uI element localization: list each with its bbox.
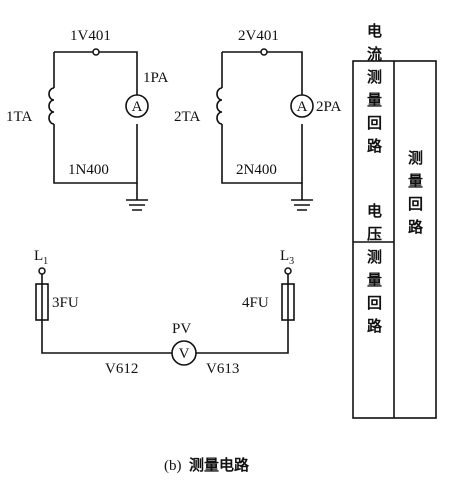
wire-v613: [196, 320, 289, 354]
terminal-1v401: [92, 48, 100, 56]
wire-1n400: [53, 124, 138, 184]
label-1ta: 1TA: [6, 109, 32, 125]
label-pv: PV: [172, 321, 191, 337]
label-2n400: 2N400: [236, 162, 277, 178]
label-3fu: 3FU: [52, 295, 79, 311]
ground-2-icon: [291, 183, 313, 211]
figure-caption: (b) 测量电路: [164, 456, 250, 474]
ct-1ta-coil: [48, 87, 55, 125]
label-v612: V612: [105, 361, 138, 377]
wire-v612: [41, 320, 172, 354]
label-2ta: 2TA: [174, 109, 200, 125]
current-circuit-2: A 2V401 2PA 2TA 2N400: [174, 28, 341, 211]
label-v613: V613: [206, 361, 239, 377]
terminal-l3: [284, 267, 292, 275]
caption-title: 测量电路: [189, 456, 250, 474]
label-l3-sub: 3: [289, 256, 294, 267]
circuit-label-table: 电流测量回路 电压测量回路 测量回路: [352, 22, 437, 419]
label-l1: L1: [34, 248, 48, 267]
table-current-circuit: 电流测量回路: [365, 22, 383, 161]
table-voltage-circuit: 电压测量回路: [365, 202, 383, 341]
table-measurement-circuit: 测量回路: [406, 149, 424, 242]
ammeter-1-symbol: A: [132, 99, 143, 115]
label-l3: L3: [280, 248, 294, 267]
label-1pa: 1PA: [143, 70, 168, 86]
label-2pa: 2PA: [316, 99, 341, 115]
label-1n400: 1N400: [68, 162, 109, 178]
label-l3-base: L: [280, 248, 289, 264]
ammeter-2pa: [290, 94, 314, 118]
label-2v401: 2V401: [238, 28, 279, 44]
wire-1v401: [54, 51, 138, 96]
wire-2v401: [222, 51, 303, 96]
label-l1-base: L: [34, 248, 43, 264]
voltage-circuit: V L1 L3 3FU 4FU PV V612 V613: [34, 248, 295, 377]
ammeter-1pa: [125, 94, 149, 118]
caption-label: (b): [164, 458, 182, 474]
voltmeter-symbol: V: [179, 346, 190, 362]
label-4fu: 4FU: [242, 295, 269, 311]
wire-2n400: [221, 124, 303, 184]
terminal-2v401: [260, 48, 268, 56]
ammeter-2-symbol: A: [297, 99, 308, 115]
ct-2ta-coil: [216, 87, 223, 125]
current-circuit-1: A 1V401 1PA 1TA 1N400: [6, 28, 168, 211]
label-1v401: 1V401: [70, 28, 111, 44]
ground-1-icon: [126, 183, 148, 211]
terminal-l1: [38, 267, 46, 275]
label-l1-sub: 1: [43, 256, 48, 267]
